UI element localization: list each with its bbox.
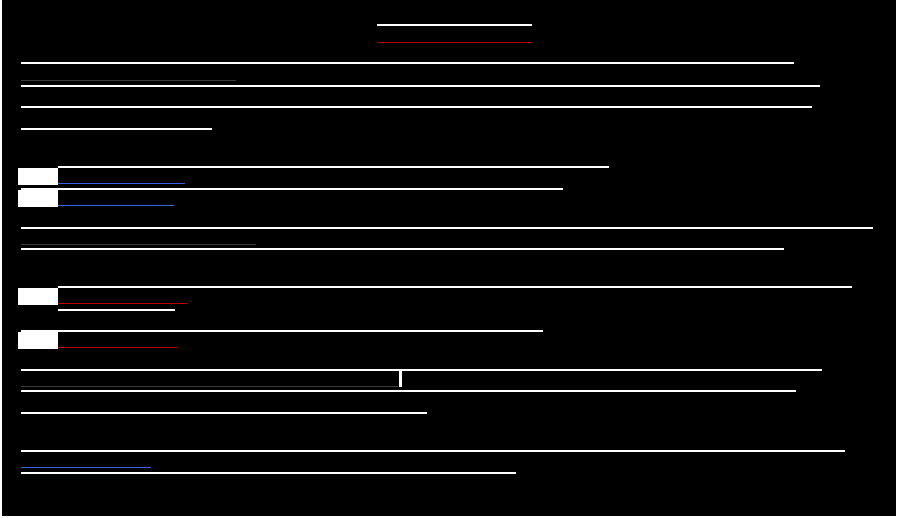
- paragraph-line: [21, 128, 212, 130]
- paragraph-line: [21, 412, 427, 414]
- list-text-line: [58, 166, 609, 168]
- paragraph-line: [21, 227, 873, 229]
- faint-text-line: [21, 80, 236, 81]
- paragraph-line: [21, 248, 784, 250]
- list-link-underline[interactable]: [58, 183, 185, 184]
- list-link-underline[interactable]: [58, 303, 188, 304]
- list-item-marker-box: [18, 288, 58, 305]
- list-item-marker-box: [18, 168, 58, 185]
- list-text-line: [21, 330, 543, 332]
- list-text-line: [58, 309, 175, 311]
- text-cursor-icon: [399, 371, 402, 387]
- paragraph-line: [21, 472, 516, 474]
- list-link-underline[interactable]: [58, 205, 174, 206]
- paragraph-link-underline[interactable]: [21, 467, 151, 468]
- paragraph-line: [21, 369, 822, 371]
- list-item-marker-box: [18, 332, 58, 349]
- paragraph-line: [21, 85, 820, 87]
- page-heading-line: [377, 24, 532, 26]
- paragraph-line: [21, 62, 794, 64]
- list-link-underline[interactable]: [58, 347, 177, 348]
- list-text-line: [58, 286, 852, 288]
- paragraph-line: [21, 450, 845, 452]
- paragraph-line: [21, 106, 812, 108]
- faint-text-line: [21, 386, 398, 387]
- list-text-line: [21, 188, 563, 190]
- faint-text-line: [21, 244, 256, 245]
- heading-link-underline[interactable]: [377, 42, 532, 43]
- paragraph-line: [21, 390, 796, 392]
- list-item-marker-box: [18, 190, 58, 207]
